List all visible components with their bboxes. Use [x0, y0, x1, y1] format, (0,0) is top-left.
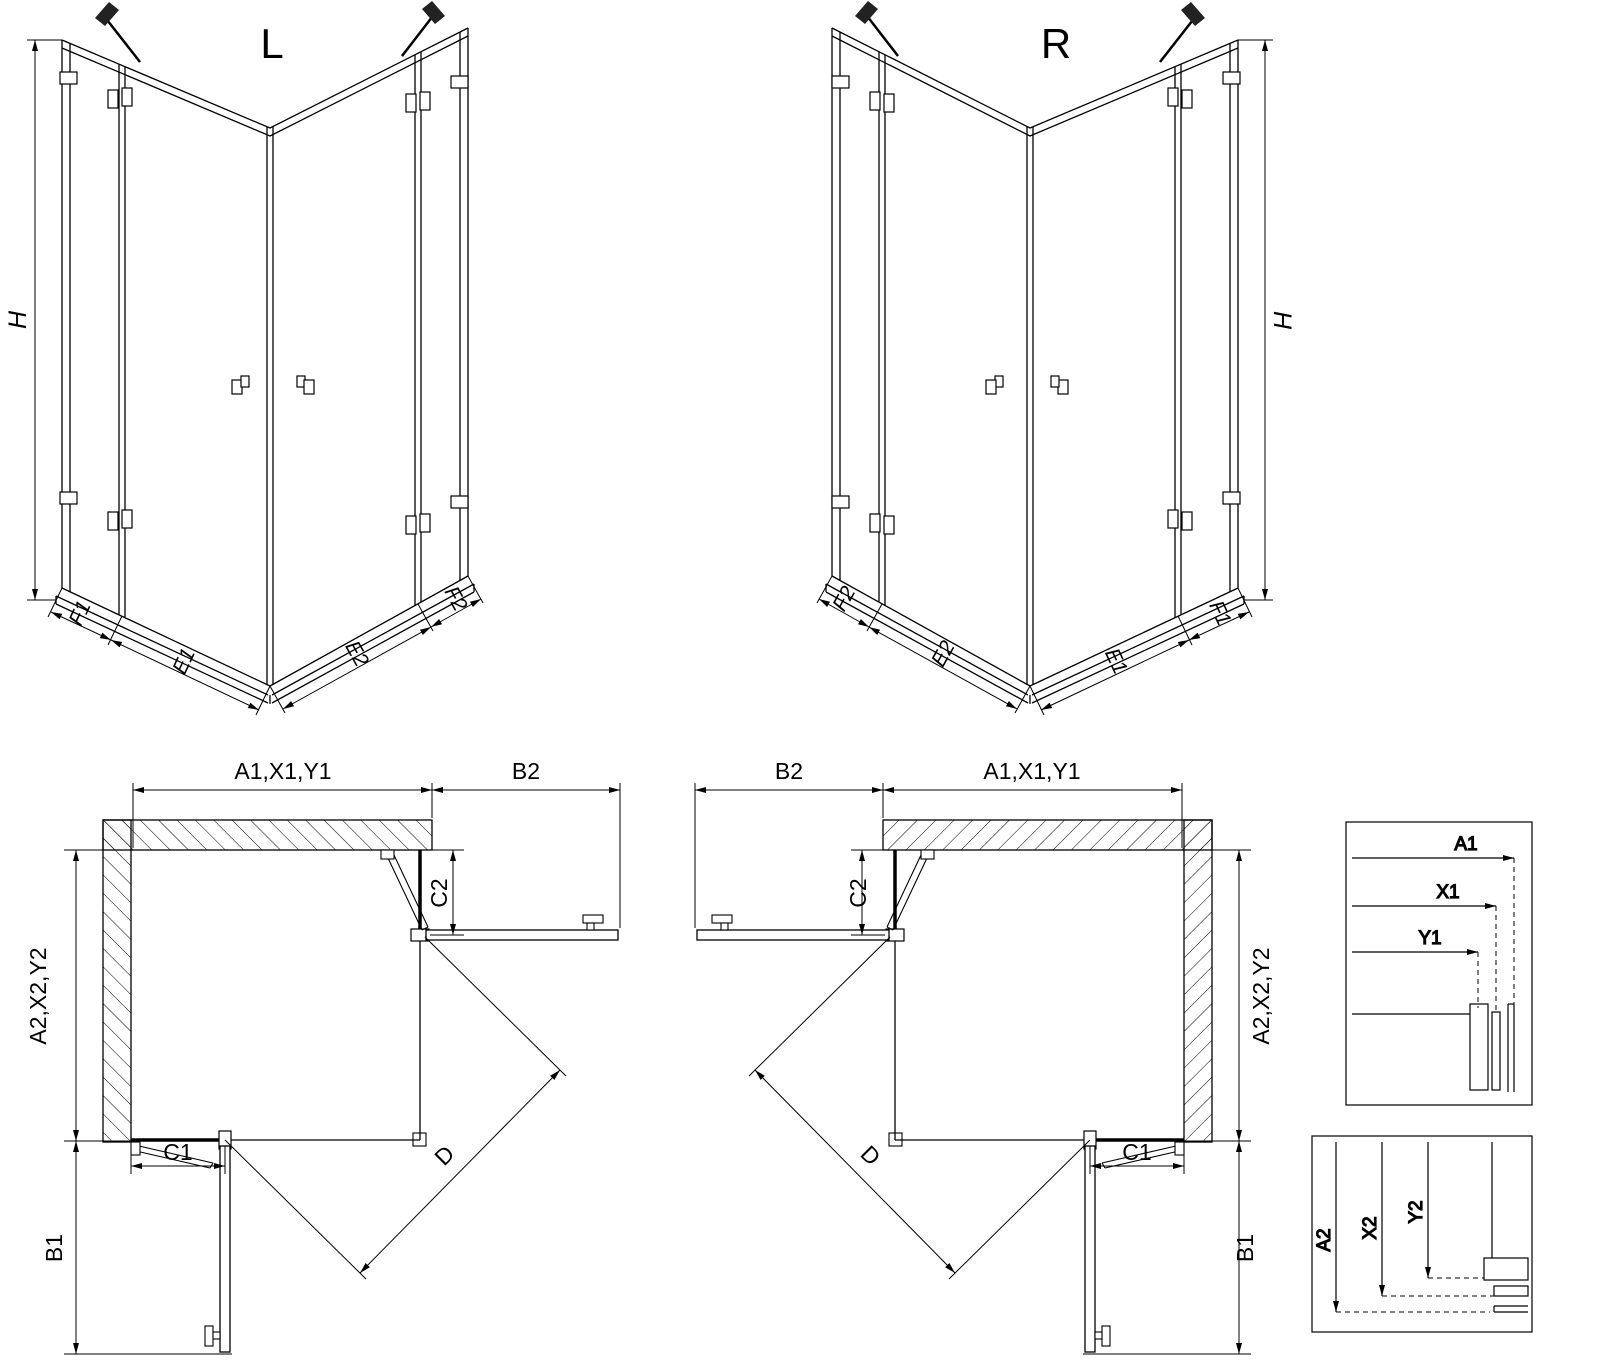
detail-label-y1: Y1	[1418, 928, 1441, 949]
detail-depth-profile	[1483, 1142, 1529, 1313]
detail-label-a1: A1	[1454, 834, 1477, 855]
plan-view-right: B2 A1,X1,Y1 C2 A2,X2,Y2 C1 B1 D	[695, 758, 1274, 1354]
dim-label-d-planleft: D	[429, 1140, 459, 1170]
plan-view-left: A1,X1,Y1 B2 C2 A2,X2,Y2 C1 B1 D	[25, 758, 620, 1354]
detail-width-leaders	[1477, 858, 1515, 1014]
view-title-right: R	[1041, 20, 1071, 67]
view-title-left: L	[260, 20, 283, 67]
dim-label-h-right: H	[1268, 311, 1296, 330]
dim-label-a1-planright: A1,X1,Y1	[983, 758, 1080, 784]
dim-label-b2-planright: B2	[775, 758, 803, 784]
detail-label-x2: X2	[1360, 1216, 1381, 1239]
dim-label-a2-planright: A2,X2,Y2	[1248, 947, 1274, 1044]
plan-right-geometry	[695, 783, 1251, 1354]
perspective-view-right: R H F2 E2 E1 F1	[817, 1, 1296, 715]
dim-label-e1-left: E1	[168, 645, 200, 678]
dim-label-e1-right: E1	[1100, 645, 1132, 678]
detail-label-x1: X1	[1436, 882, 1459, 903]
dim-label-h-left: H	[4, 310, 32, 329]
dim-label-d-planright: D	[856, 1140, 886, 1170]
perspective-view-left: L H F1 E1 E2 F2	[4, 1, 483, 715]
dim-label-a1-planleft: A1,X1,Y1	[234, 758, 331, 784]
detail-depth-leaders	[1336, 1277, 1494, 1313]
detail-label-y2: Y2	[1406, 1200, 1427, 1223]
perspective-right-geometry	[817, 1, 1273, 715]
dim-label-c1-planright: C1	[1122, 1139, 1151, 1165]
dim-label-b1-planleft: B1	[41, 1234, 67, 1262]
perspective-left-geometry	[27, 1, 483, 715]
detail-label-a2: A2	[1314, 1228, 1335, 1251]
dim-label-c2-planleft: C2	[426, 878, 452, 907]
detail-box-depth: A2 X2 Y2	[1311, 1135, 1533, 1333]
plan-left-geometry	[64, 783, 620, 1354]
detail-width-profile	[1352, 1003, 1515, 1092]
dim-label-a2-planleft: A2,X2,Y2	[25, 947, 51, 1044]
dim-label-c2-planright: C2	[845, 878, 871, 907]
dim-label-b2-planleft: B2	[512, 758, 540, 784]
dim-label-b1-planright: B1	[1232, 1234, 1258, 1262]
dim-label-c1-planleft: C1	[163, 1139, 192, 1165]
detail-box-width: A1 X1 Y1	[1345, 821, 1533, 1106]
